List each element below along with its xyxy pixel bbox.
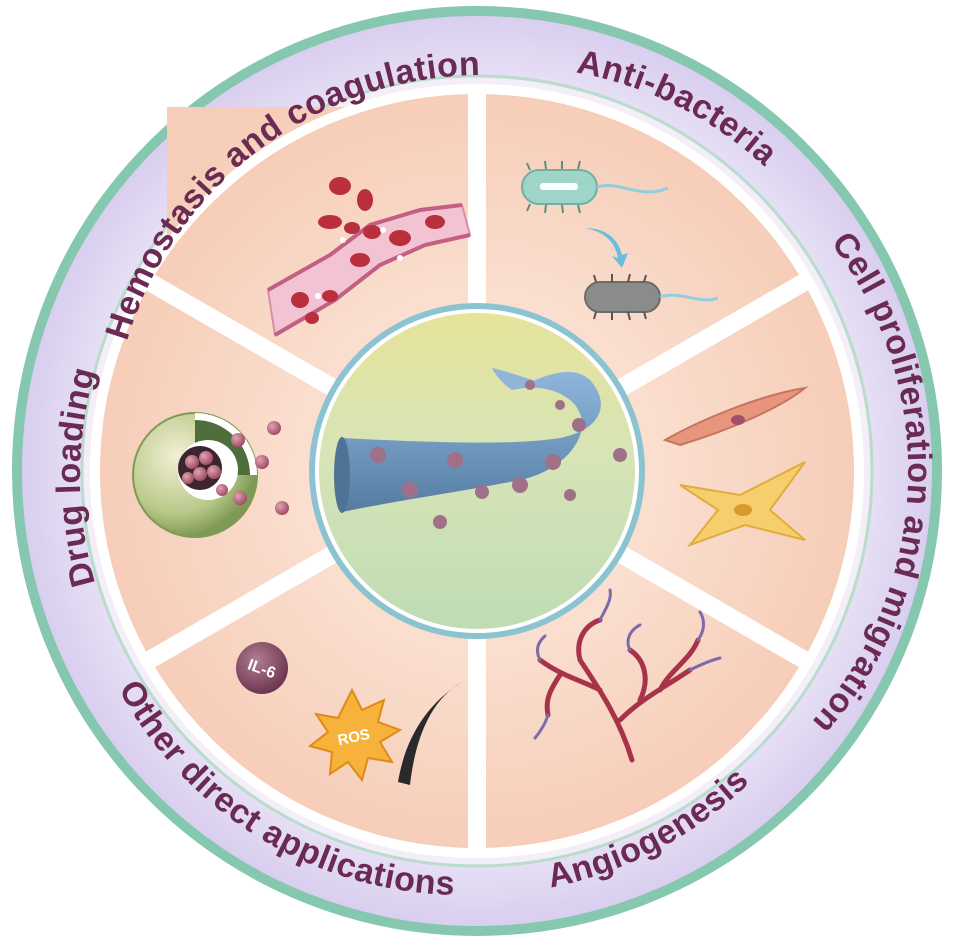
blood-vessel-illustration bbox=[266, 177, 472, 337]
disc-edge bbox=[90, 84, 864, 858]
center-nanofiber bbox=[309, 303, 645, 639]
cells-illustration bbox=[662, 386, 809, 548]
il6-cell-icon bbox=[236, 642, 288, 694]
arrow-icon bbox=[585, 228, 628, 268]
hair-icon bbox=[398, 682, 462, 785]
ros-burst-icon bbox=[307, 687, 403, 783]
ros-label: ROS bbox=[336, 726, 371, 749]
other-applications-illustration: IL-6 ROS bbox=[236, 642, 462, 785]
drug-loading-illustration bbox=[132, 412, 289, 538]
blood-vessel-branches-illustration bbox=[533, 588, 722, 763]
bacteria-illustration bbox=[521, 160, 719, 321]
